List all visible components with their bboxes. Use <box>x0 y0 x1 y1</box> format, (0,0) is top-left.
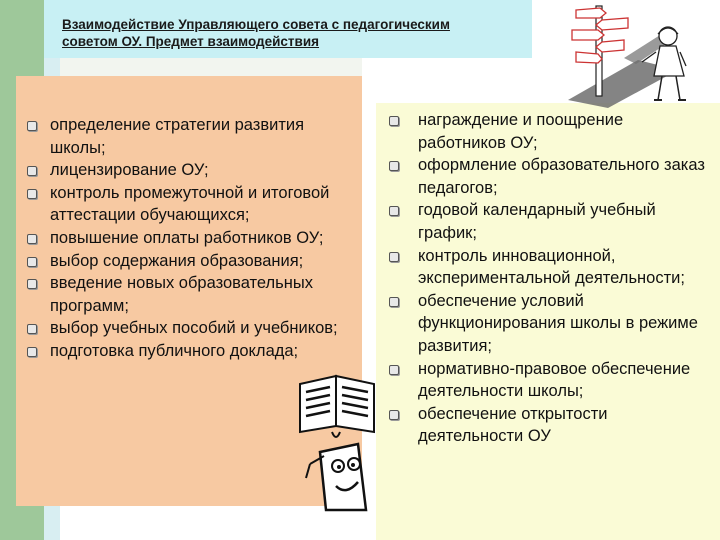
checkbox-bullet-icon <box>389 296 399 307</box>
title-line-1: Взаимодействие Управляющего совета с пед… <box>62 17 450 32</box>
list-item: награждение и поощрение работников ОУ; <box>384 109 714 154</box>
list-item: выбор содержания образования; <box>24 250 364 273</box>
checkbox-bullet-icon <box>27 233 37 244</box>
list-item: обеспечение условий функционирования шко… <box>384 290 714 358</box>
checkbox-bullet-icon <box>27 279 37 290</box>
list-item: лицензирование ОУ; <box>24 159 364 182</box>
list-item: подготовка публичного доклада; <box>24 340 364 363</box>
checkbox-bullet-icon <box>27 166 37 177</box>
checkbox-bullet-icon <box>389 161 399 172</box>
checkbox-bullet-icon <box>389 206 399 217</box>
list-item: повышение оплаты работников ОУ; <box>24 227 364 250</box>
list-item: введение новых образовательных программ; <box>24 272 364 317</box>
checkbox-bullet-icon <box>389 409 399 420</box>
list-item: оформление образовательного заказ педаго… <box>384 154 714 199</box>
signpost-man-illustration <box>568 5 687 108</box>
checkbox-bullet-icon <box>27 346 37 357</box>
book-reader-illustration <box>299 374 375 512</box>
left-panel <box>16 76 362 506</box>
list-item: выбор учебных пособий и учебников; <box>24 317 364 340</box>
right-list: награждение и поощрение работников ОУ; о… <box>384 109 714 448</box>
checkbox-bullet-icon <box>27 324 37 335</box>
title-line-2: советом ОУ. Предмет взаимодействия <box>62 34 320 49</box>
checkbox-bullet-icon <box>389 251 399 262</box>
list-item: контроль инновационной, экспериментально… <box>384 245 714 290</box>
list-item: контроль промежуточной и итоговой аттест… <box>24 182 364 227</box>
checkbox-bullet-icon <box>27 188 37 199</box>
list-item: определение стратегии развития школы; <box>24 114 364 159</box>
checkbox-bullet-icon <box>389 364 399 375</box>
list-item: обеспечение открытости деятельности ОУ <box>384 403 714 448</box>
checkbox-bullet-icon <box>389 116 399 126</box>
page-title: Взаимодействие Управляющего совета с пед… <box>62 16 532 50</box>
list-item: годовой календарный учебный график; <box>384 199 714 244</box>
panel-top-edge <box>60 58 362 76</box>
checkbox-bullet-icon <box>27 256 37 267</box>
right-panel <box>376 103 720 540</box>
checkbox-bullet-icon <box>27 121 37 131</box>
title-bar <box>44 0 532 58</box>
list-item: нормативно-правовое обеспечение деятельн… <box>384 358 714 403</box>
left-list: определение стратегии развития школы; ли… <box>24 114 364 363</box>
